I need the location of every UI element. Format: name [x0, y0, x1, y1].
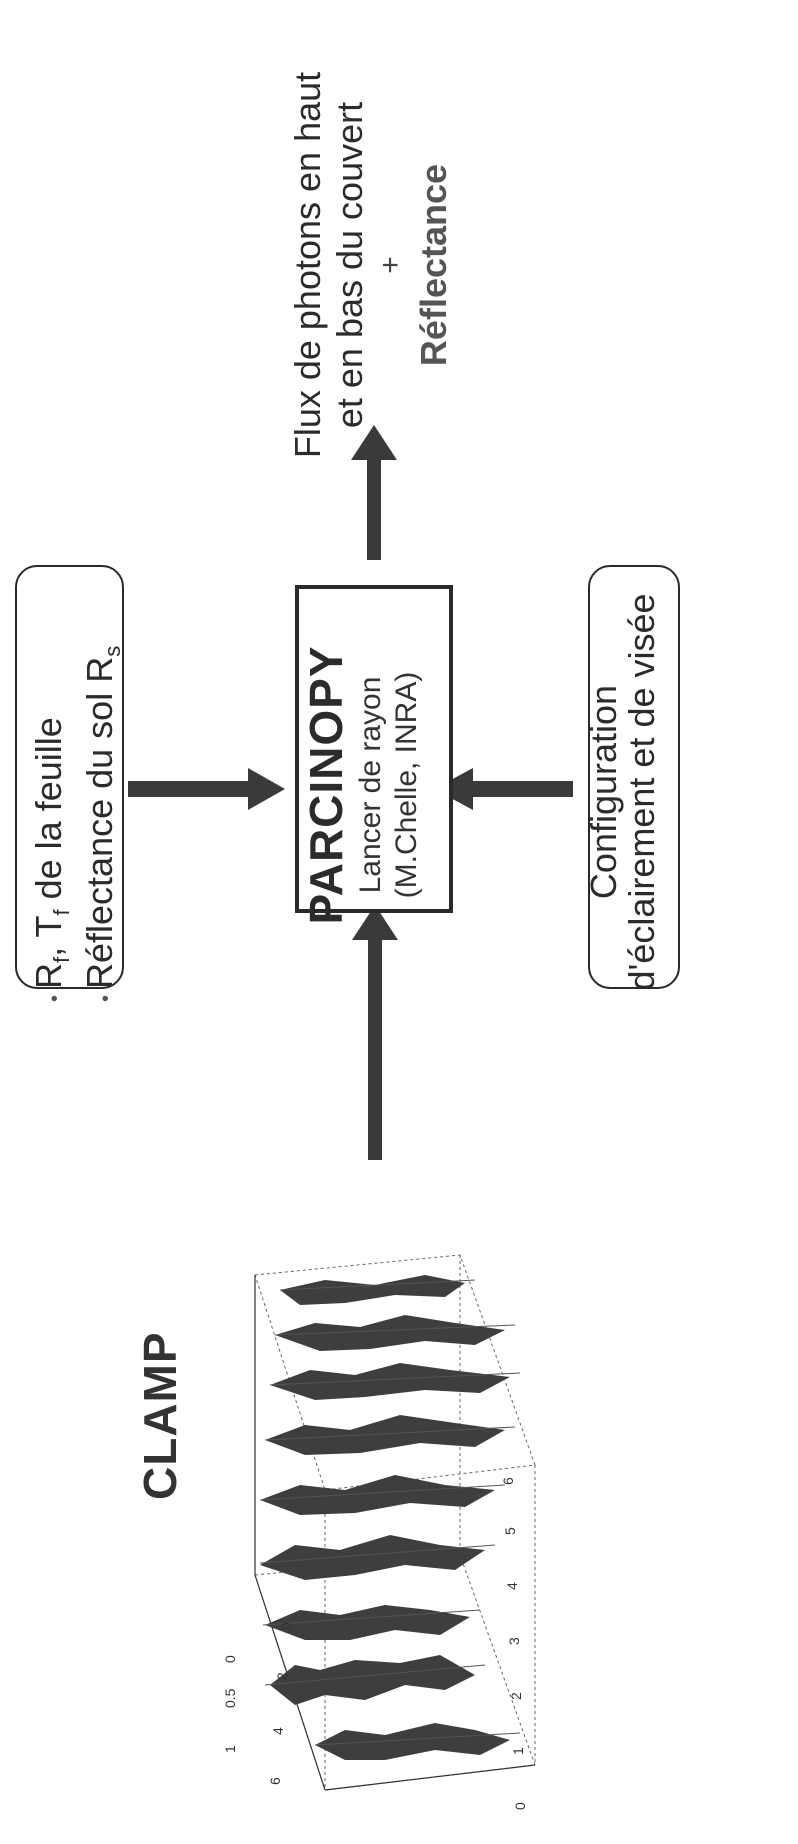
z-tick: 1 [225, 1745, 238, 1753]
tree [280, 1275, 465, 1305]
parcinopy-title: PARCINOPY [300, 645, 352, 925]
tree [270, 1655, 475, 1705]
y-tick: 6 [500, 1477, 516, 1485]
tree [260, 1475, 495, 1515]
x-ticks: 6 4 2 0 [267, 1622, 294, 1785]
y-tick: 4 [504, 1582, 520, 1590]
bullet-icon: • [95, 994, 118, 1002]
illumination-line2: d'éclairement et de visée [621, 593, 662, 991]
trees [260, 1275, 510, 1760]
soil-line: • Réflectance du sol Rs [79, 582, 132, 1002]
illumination-line1: Configuration [583, 684, 624, 900]
arrow-parcinopy-to-output [351, 425, 397, 560]
leaf-line: • Rf, Tf de la feuille [28, 582, 81, 1002]
illumination-text: Configuration d'éclairement et de visée [583, 582, 685, 1002]
leaf-r: R [28, 962, 69, 989]
arrow-clamp-to-parcinopy [352, 905, 398, 1160]
leaf-rest: de la feuille [28, 717, 69, 900]
leaf-t-sub: f [49, 909, 75, 916]
parcinopy-line2: (M.Chelle, INRA) [390, 671, 423, 899]
input-leaf-soil-text: • Rf, Tf de la feuille • Réflectance du so… [28, 582, 125, 1002]
tree [270, 1363, 510, 1400]
tree [315, 1723, 510, 1760]
tree [275, 1315, 505, 1351]
clamp-tree-plot: 1 0.5 0 6 4 2 0 0 1 2 3 4 5 6 [225, 1254, 536, 1810]
y-tick: 0 [512, 1802, 528, 1810]
input-leaf-soil-box [15, 565, 124, 989]
output-text: Flux de photons en haut et en bas du cou… [287, 65, 497, 465]
plot-axes [254, 1275, 536, 1791]
x-tick: 0 [278, 1622, 294, 1630]
y-tick: 3 [506, 1637, 522, 1645]
illumination-box [588, 565, 680, 989]
tree [265, 1415, 505, 1455]
leaf-r-sub: f [49, 956, 75, 963]
tree-trunks [259, 1279, 521, 1746]
y-tick: 1 [510, 1747, 526, 1755]
bullet-icon: • [44, 994, 66, 1002]
leaf-t: , T [28, 915, 69, 957]
y-tick: 5 [502, 1527, 518, 1535]
z-tick: 0.5 [225, 1688, 238, 1708]
output-line3: Réflectance [413, 163, 454, 367]
clamp-title: CLAMP [134, 1331, 186, 1500]
parcinopy-box [295, 585, 453, 913]
y-tick: 2 [508, 1692, 524, 1700]
y-ticks: 0 1 2 3 4 5 6 [500, 1477, 528, 1810]
output-line2: et en bas du couvert [329, 101, 370, 429]
parcinopy-text: PARCINOPY Lancer de rayon (M.Chelle, INR… [299, 625, 449, 945]
arrow-bottombox-to-parcinopy [434, 768, 573, 810]
soil-text: Réflectance du sol R [79, 656, 121, 989]
arrow-topbox-to-parcinopy [128, 768, 285, 810]
x-tick: 6 [267, 1777, 283, 1785]
z-tick: 0 [225, 1655, 238, 1663]
soil-sub: s [100, 645, 126, 657]
x-tick: 4 [270, 1727, 286, 1735]
output-line1: Flux de photons en haut [287, 71, 328, 459]
parcinopy-line1: Lancer de rayon [354, 676, 387, 894]
x-tick: 2 [274, 1672, 290, 1680]
z-ticks: 1 0.5 0 [225, 1655, 238, 1753]
tree [260, 1535, 485, 1580]
output-plus: + [374, 256, 407, 274]
